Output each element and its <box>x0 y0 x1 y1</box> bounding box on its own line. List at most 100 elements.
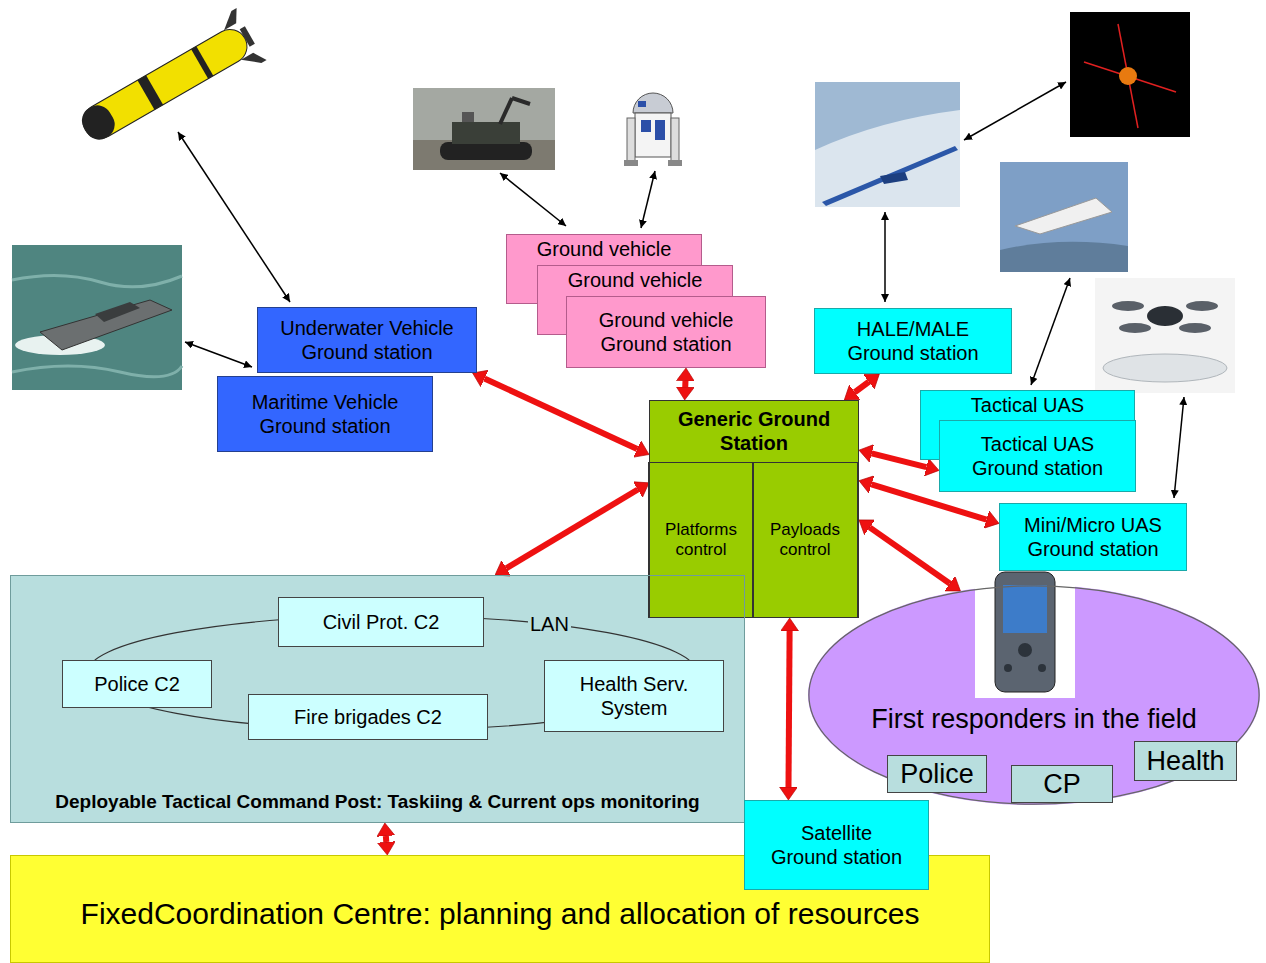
responders-ellipse: First responders in the fieldPolice CP Hea… <box>808 585 1260 805</box>
radio-link <box>1031 278 1070 385</box>
node-text: FixedCoordination Centre: planning and a… <box>81 896 920 932</box>
ellipse-outline <box>809 586 1259 804</box>
droid-leg <box>671 118 679 162</box>
drone-rotor <box>1186 301 1218 311</box>
wave <box>12 275 182 286</box>
double-arrow <box>506 490 638 569</box>
robot-camera <box>462 112 474 122</box>
ground <box>413 140 555 170</box>
network-label: LAN <box>528 612 571 636</box>
hale-wing <box>822 146 958 206</box>
auv-propeller <box>240 26 255 46</box>
node-text: First responders in the field <box>871 703 1197 735</box>
double-arrow <box>383 836 389 842</box>
auv-nose <box>77 100 120 144</box>
c2-box: Civil Prot. C2 <box>278 597 484 647</box>
radio-link <box>1174 397 1184 498</box>
node-text: Ground vehicle <box>537 237 672 261</box>
ground-station-box: Underwater Vehicle Ground station <box>257 307 477 373</box>
radio-link <box>500 173 566 226</box>
droid-dome <box>633 93 673 113</box>
control-cell: Platforms control <box>648 462 754 618</box>
ground-station-box: HALE/MALE Ground station <box>814 308 1012 374</box>
ground-station-box: Mini/Micro UAS Ground station <box>999 503 1187 571</box>
satellite-body <box>1119 67 1137 85</box>
droid-eye <box>638 101 646 107</box>
device-key <box>1038 664 1046 672</box>
robot-arm <box>500 98 512 124</box>
quadcopter-picture <box>1095 278 1235 393</box>
robot-track <box>440 142 532 160</box>
c2-box: Police C2 <box>62 660 212 708</box>
device-body <box>995 572 1055 692</box>
auv-fin <box>218 8 244 30</box>
node-text: Generic Ground Station <box>654 407 854 455</box>
node-text: Police <box>900 758 974 790</box>
c2-box: Health Serv. System <box>544 660 724 732</box>
device-picture <box>975 565 1075 698</box>
drone-rotor <box>1112 301 1144 311</box>
auv-band <box>137 75 163 109</box>
radio-link <box>178 132 290 302</box>
droid-foot <box>668 160 682 166</box>
radio-link <box>641 171 655 228</box>
double-arrow <box>484 378 637 449</box>
droid-body <box>635 113 671 157</box>
node-text: Ground vehicle Ground station <box>577 308 755 356</box>
double-arrow <box>682 381 688 387</box>
node-text: Health Serv. System <box>555 672 713 720</box>
double-arrow <box>855 382 869 393</box>
robot-arm <box>512 98 530 104</box>
generic-ground-station: Generic Ground StationPlatforms controlP… <box>649 400 859 618</box>
auv-fin <box>241 49 267 71</box>
robot-picture <box>413 88 555 170</box>
satellite-boom <box>1118 24 1138 128</box>
responder-box: Health <box>1134 741 1237 781</box>
node-text: Tactical UAS <box>971 393 1084 417</box>
node-text: Mini/Micro UAS Ground station <box>1010 513 1176 561</box>
node-text: Police C2 <box>94 672 180 696</box>
device-screen <box>1003 585 1047 633</box>
auv-picture <box>70 8 266 156</box>
robot-body <box>452 122 520 144</box>
node-text: Tactical UAS Ground station <box>950 432 1125 480</box>
node-text: Underwater Vehicle Ground station <box>268 316 466 364</box>
droid-leg <box>627 118 635 162</box>
c2-box: Fire brigades C2 <box>248 694 488 740</box>
uav-wing <box>1015 198 1112 234</box>
tactical-uav-picture <box>1000 162 1128 272</box>
drone-body <box>1147 306 1183 326</box>
node-text: Ground vehicle <box>568 268 703 292</box>
node-text: Satellite Ground station <box>765 821 908 869</box>
panel-ground <box>10 575 745 823</box>
double-arrow <box>870 527 950 583</box>
radio-link <box>964 82 1066 140</box>
satellite-picture <box>1070 12 1190 137</box>
droid-panel <box>641 120 651 132</box>
node-text: CP <box>1043 768 1081 800</box>
auv-body <box>77 23 253 144</box>
droid-foot <box>624 160 638 166</box>
responder-box: Police <box>887 755 987 793</box>
node-text: HALE/MALE Ground station <box>825 317 1001 365</box>
drone-rotor <box>1119 323 1151 333</box>
droid-panel <box>655 120 665 140</box>
drone-rotor <box>1179 323 1211 333</box>
node-text: Platforms control <box>653 520 749 561</box>
landing-pad <box>1103 354 1227 382</box>
hale-fuselage <box>880 172 908 184</box>
node-text: Civil Prot. C2 <box>323 610 440 634</box>
command-post-panel: Deployable Tactical Command Post: Taskii… <box>10 575 745 823</box>
auv-band <box>191 46 213 78</box>
radio-link <box>185 342 252 367</box>
control-cell: Payloads control <box>752 462 858 618</box>
responder-box: CP <box>1011 765 1113 803</box>
node-text: Maritime Vehicle Ground station <box>228 390 422 438</box>
node-text: Deployable Tactical Command Post: Taskii… <box>55 791 699 814</box>
double-arrow <box>788 631 789 787</box>
ground-station-box: Tactical UAS Ground station <box>939 420 1136 492</box>
radio-link <box>884 212 886 302</box>
node-text: Health <box>1146 745 1224 777</box>
ground-station-box: Satellite Ground station <box>744 800 929 890</box>
node-text: Payloads control <box>757 520 853 561</box>
